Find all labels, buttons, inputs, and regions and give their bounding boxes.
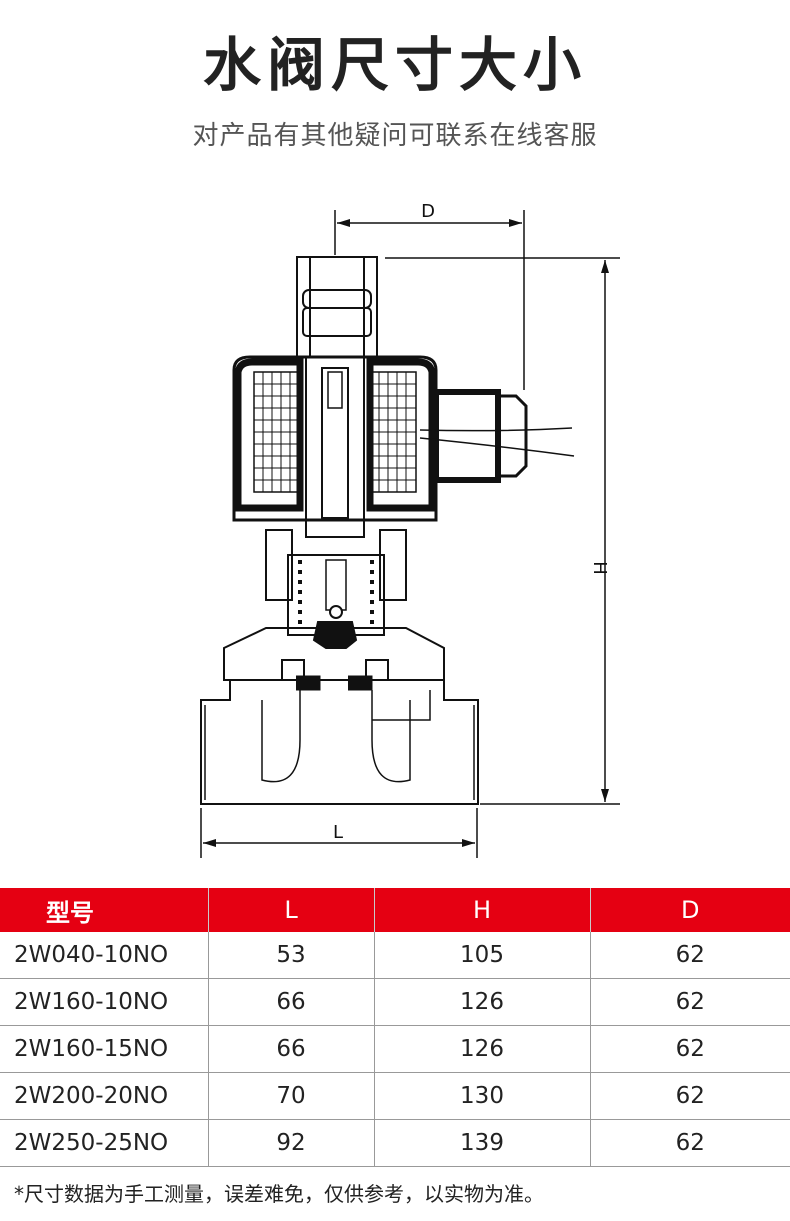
cell-model: 2W200-20NO [0,1072,209,1120]
dim-h-label: H [589,561,610,575]
cell-h: 139 [374,1119,591,1167]
cell-l: 70 [208,1072,375,1120]
header-h: H [374,888,591,932]
table-row: 2W160-15NO 66 126 62 [0,1025,790,1073]
valve-dimension-drawing: D H L [200,201,620,858]
cell-d: 62 [590,978,790,1026]
cell-model: 2W250-25NO [0,1119,209,1167]
table-header-row: 型号 L H D [0,888,790,932]
cell-model: 2W160-15NO [0,1025,209,1073]
header-l: L [208,888,375,932]
cell-model: 2W040-10NO [0,932,209,979]
cell-d: 62 [590,1119,790,1167]
page-title: 水阀尺寸大小 [202,31,587,99]
cell-h: 130 [374,1072,591,1120]
cell-l: 53 [208,932,375,979]
cell-h: 105 [374,932,591,979]
header-d: D [590,888,790,932]
cell-d: 62 [590,1072,790,1120]
page-subtitle: 对产品有其他疑问可联系在线客服 [192,121,598,151]
cell-l: 66 [208,978,375,1026]
spec-table: 型号 L H D 2W040-10NO 53 105 62 2W160-10NO… [0,888,790,1167]
cell-h: 126 [374,978,591,1026]
table-row: 2W160-10NO 66 126 62 [0,978,790,1026]
table-row: 2W250-25NO 92 139 62 [0,1119,790,1167]
measurement-note: *尺寸数据为手工测量，误差难免，仅供参考，以实物为准。 [14,1182,544,1206]
cell-model: 2W160-10NO [0,978,209,1026]
header-model: 型号 [0,888,209,932]
cell-h: 126 [374,1025,591,1073]
cell-l: 66 [208,1025,375,1073]
dim-l-label: L [333,822,343,843]
cell-l: 92 [208,1119,375,1167]
table-row: 2W200-20NO 70 130 62 [0,1072,790,1120]
cell-d: 62 [590,932,790,979]
table-row: 2W040-10NO 53 105 62 [0,932,790,979]
dim-d-label: D [421,201,435,222]
cell-d: 62 [590,1025,790,1073]
